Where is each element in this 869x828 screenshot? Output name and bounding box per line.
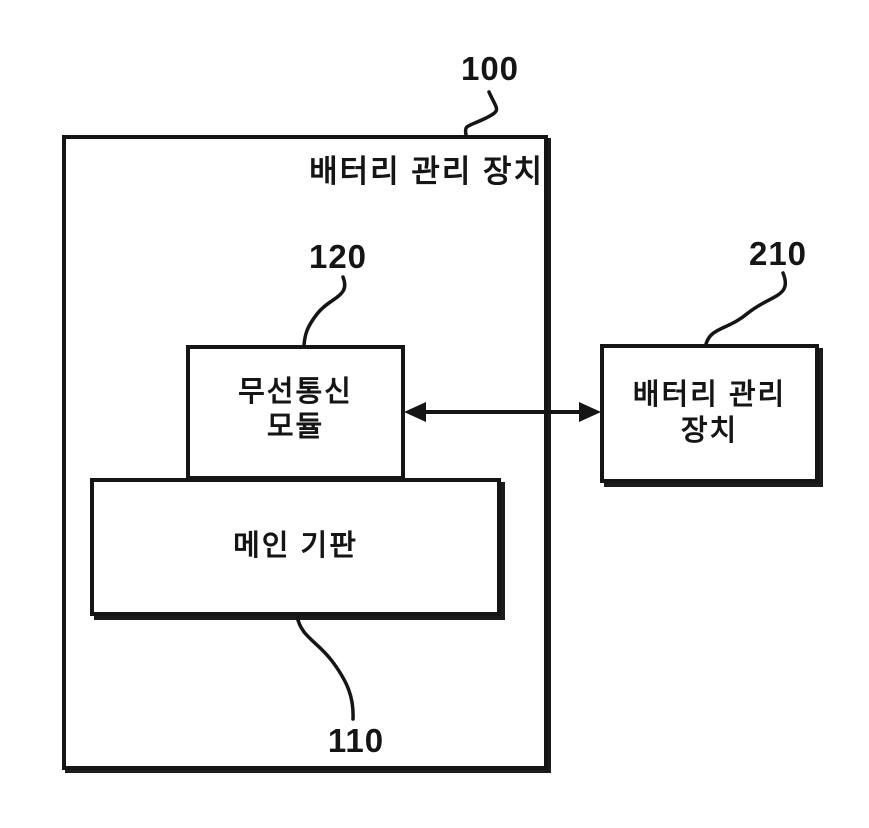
leader-line-210: [704, 271, 787, 346]
wireless-module-label-line2: 모듈: [266, 411, 325, 443]
ref-numeral-210: 210: [748, 235, 808, 272]
wireless-module-label-line1: 무선통신: [238, 375, 353, 408]
arrowhead-right: [579, 402, 601, 422]
main-board-box: [90, 478, 501, 616]
ref-numeral-100: 100: [460, 50, 520, 87]
main-board-label: 메인 기판: [90, 478, 501, 616]
ref-numeral-110: 110: [327, 722, 385, 759]
external-device-label-line1: 배터리 관리: [632, 379, 787, 412]
external-device-box: [600, 344, 819, 483]
ref-numeral-120: 120: [308, 238, 368, 275]
wireless-module-box: [186, 345, 405, 480]
leader-line-100: [463, 90, 499, 137]
wireless-module-label: 무선통신 모듈: [186, 345, 405, 475]
external-device-label: 배터리 관리 장치: [600, 344, 819, 483]
outer-box-title: 배터리 관리 장치: [309, 154, 544, 189]
external-device-label-line2: 장치: [680, 414, 739, 447]
main-board-label-text: 메인 기판: [233, 530, 358, 563]
